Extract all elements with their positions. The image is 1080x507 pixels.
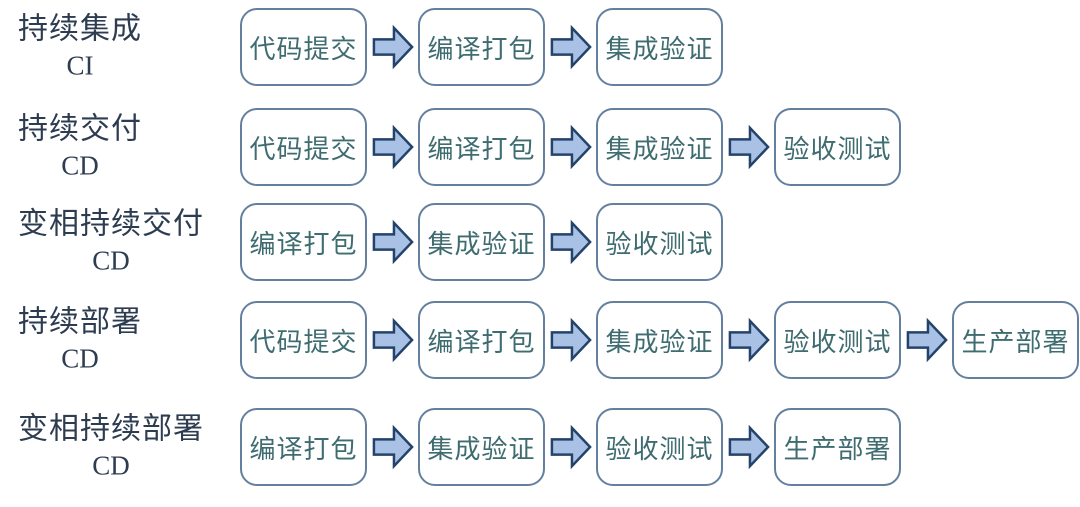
right-block-arrow-icon [906, 317, 948, 363]
right-block-arrow-icon [372, 24, 414, 70]
right-block-arrow-icon [550, 424, 592, 470]
right-block-arrow-icon [550, 317, 592, 363]
pipeline-abbreviation-text: CD [61, 150, 99, 181]
step-box: 生产部署 [774, 408, 901, 486]
step-box: 验收测试 [774, 108, 901, 186]
right-block-arrow-icon [372, 124, 414, 170]
step-box: 代码提交 [240, 301, 367, 379]
pipeline-row: 持续集成 CI 代码提交编译打包集成验证 [0, 8, 1080, 86]
step-box: 编译打包 [418, 8, 545, 86]
pipeline-name-text: 持续集成 [18, 12, 142, 46]
right-block-arrow-icon [728, 317, 770, 363]
pipeline-row: 持续交付 CD 代码提交编译打包集成验证验收测试 [0, 108, 1080, 186]
step-box: 验收测试 [774, 301, 901, 379]
step-box: 集成验证 [418, 408, 545, 486]
pipeline-abbreviation-text: CI [66, 50, 94, 81]
pipeline-row-label: 变相持续交付 CD [18, 208, 204, 277]
step-box: 生产部署 [952, 301, 1079, 379]
pipeline-row: 变相持续部署 CD 编译打包集成验证验收测试生产部署 [0, 408, 1080, 486]
step-box: 代码提交 [240, 108, 367, 186]
pipeline-row-label: 持续部署 CD [18, 306, 142, 375]
step-box: 编译打包 [418, 301, 545, 379]
pipeline-name-text: 变相持续部署 [18, 412, 204, 446]
right-block-arrow-icon [372, 219, 414, 265]
step-box: 验收测试 [596, 203, 723, 281]
step-box: 编译打包 [240, 203, 367, 281]
right-block-arrow-icon [372, 424, 414, 470]
right-block-arrow-icon [728, 124, 770, 170]
pipeline-abbreviation-text: CD [92, 450, 130, 481]
pipeline-row-label: 持续集成 CI [18, 13, 142, 82]
step-box: 编译打包 [418, 108, 545, 186]
right-block-arrow-icon [550, 124, 592, 170]
right-block-arrow-icon [372, 317, 414, 363]
pipeline-name-text: 持续部署 [18, 305, 142, 339]
right-block-arrow-icon [550, 24, 592, 70]
step-box: 集成验证 [596, 108, 723, 186]
step-box: 集成验证 [596, 8, 723, 86]
pipeline-row: 持续部署 CD 代码提交编译打包集成验证验收测试生产部署 [0, 301, 1080, 379]
step-box: 验收测试 [596, 408, 723, 486]
pipeline-name-text: 持续交付 [18, 112, 142, 146]
right-block-arrow-icon [728, 424, 770, 470]
pipeline-row: 变相持续交付 CD 编译打包集成验证验收测试 [0, 203, 1080, 281]
pipeline-name-text: 变相持续交付 [18, 207, 204, 241]
step-box: 编译打包 [240, 408, 367, 486]
pipeline-row-label: 持续交付 CD [18, 113, 142, 182]
step-box: 代码提交 [240, 8, 367, 86]
pipeline-row-label: 变相持续部署 CD [18, 413, 204, 482]
step-box: 集成验证 [418, 203, 545, 281]
step-box: 集成验证 [596, 301, 723, 379]
pipeline-abbreviation-text: CD [61, 343, 99, 374]
right-block-arrow-icon [550, 219, 592, 265]
pipeline-abbreviation-text: CD [92, 245, 130, 276]
